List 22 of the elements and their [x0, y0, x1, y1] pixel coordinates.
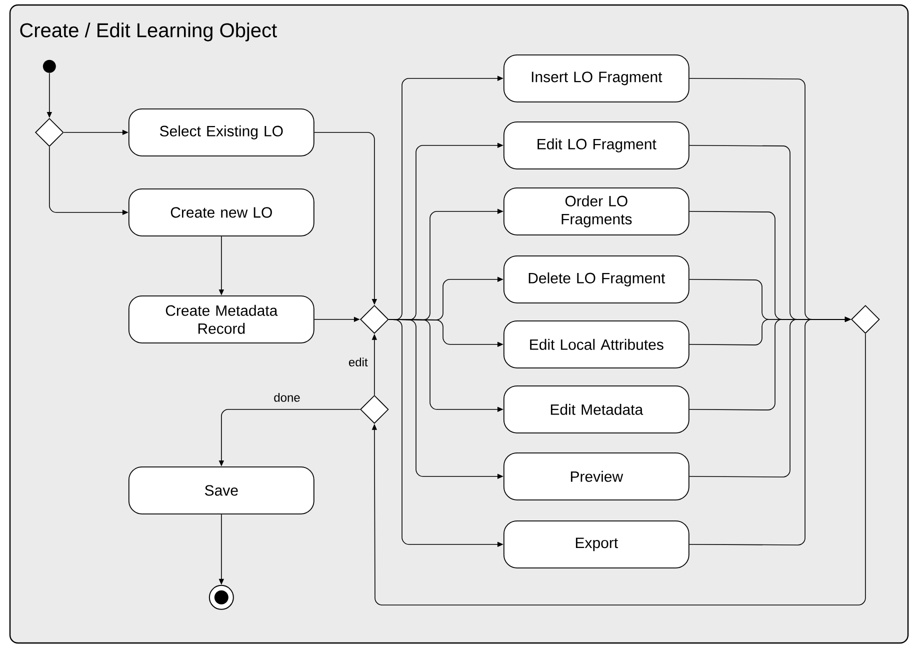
activity-box: Edit Local Attributes — [503, 320, 690, 368]
activity-box: Export — [503, 520, 690, 568]
activity-box: Delete LO Fragment — [503, 255, 690, 304]
activity-box: Save — [128, 466, 314, 514]
frame-title: Create / Edit Learning Object — [20, 22, 277, 42]
decision-diamond — [360, 304, 389, 334]
decision-diamond — [34, 118, 64, 147]
start-node — [42, 60, 56, 73]
activity-box: Edit Metadata — [503, 385, 690, 434]
activity-box: Insert LO Fragment — [503, 54, 690, 102]
decision-diamond — [360, 394, 389, 424]
decision-diamond — [850, 304, 880, 334]
activity-box: Order LO Fragments — [503, 187, 690, 236]
edge-label: done — [274, 393, 300, 402]
arrow — [372, 333, 866, 606]
activity-box: Create Metadata Record — [128, 295, 314, 344]
end-node — [208, 584, 234, 610]
activity-box: Select Existing LO — [128, 108, 314, 156]
activity-box: Edit LO Fragment — [503, 121, 690, 170]
edge-label: edit — [348, 358, 368, 366]
activity-box: Create new LO — [128, 188, 314, 236]
activity-box: Preview — [503, 452, 690, 500]
